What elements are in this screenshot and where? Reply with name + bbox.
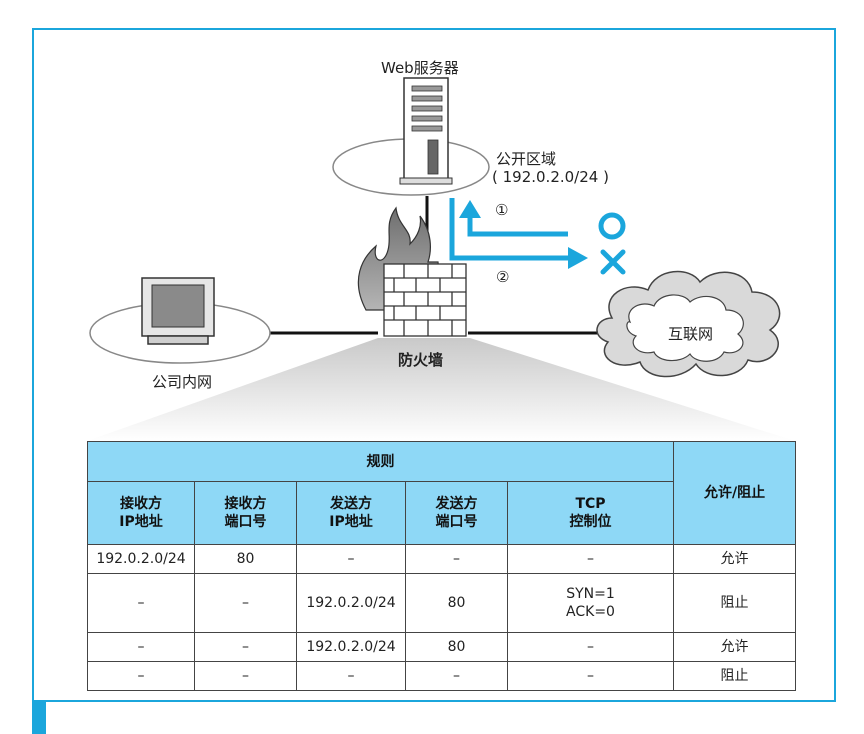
arrow-2-head: [568, 247, 588, 269]
table-cell: –: [194, 632, 297, 662]
allow-circle-icon: [598, 212, 626, 240]
table-cell: –: [87, 632, 195, 662]
table-cell: –: [87, 573, 195, 633]
pc-icon: [141, 277, 215, 345]
table-cell: 192.0.2.0/24: [296, 573, 406, 633]
table-cell: 192.0.2.0/24: [87, 544, 195, 574]
internet-label: 互联网: [668, 325, 714, 343]
public-zone-label: 公开区域: [496, 150, 557, 168]
table-cell: 阻止: [673, 661, 797, 691]
table-cell: –: [506, 661, 675, 691]
firewall-label: 防火墙: [398, 351, 444, 369]
figure-frame: [32, 28, 836, 702]
table-cell: 允许: [673, 632, 797, 662]
table-cell: –: [296, 661, 406, 691]
table-cell: –: [194, 661, 297, 691]
table-cell: –: [194, 573, 297, 633]
firewall-rules-table: 规则 允许/阻止 接收方 IP地址 接收方 端口号 发送方 IP地址 发送方 端…: [86, 441, 797, 691]
table-cell: 80: [194, 544, 297, 574]
table-cell: –: [405, 544, 508, 574]
table-cell: 允许: [673, 544, 797, 574]
internal-network-label: 公司内网: [152, 373, 213, 391]
table-cell: –: [405, 661, 508, 691]
firewall-wall: [383, 263, 467, 337]
table-cell: 192.0.2.0/24: [296, 632, 406, 662]
marker-2-label: ②: [496, 268, 510, 286]
table-cell: SYN=1 ACK=0: [506, 573, 675, 633]
internet-cloud-inner: [626, 294, 744, 362]
server-icon: [399, 77, 453, 185]
table-row: 192.0.2.0/24 80 – – – 允许: [87, 544, 797, 574]
table-cell: –: [506, 544, 675, 574]
corner-accent: [32, 700, 46, 734]
table-projection: [87, 338, 795, 441]
column-header: 接收方 端口号: [194, 481, 297, 545]
table-cell: –: [87, 661, 195, 691]
arrow-1-head: [459, 200, 481, 218]
public-subnet-label: ( 192.0.2.0/24 ): [492, 168, 609, 186]
table-cell: 阻止: [673, 573, 797, 633]
block-cross-icon: [600, 249, 626, 275]
arrow-2-outbound: [449, 198, 570, 261]
web-server-label: Web服务器: [381, 59, 459, 77]
table-cell: 80: [405, 632, 508, 662]
table-row: – – 192.0.2.0/24 80 – 允许: [87, 632, 797, 662]
rules-group-header: 规则: [86, 441, 675, 482]
table-cell: –: [506, 632, 675, 662]
table-row: – – – – – 阻止: [87, 661, 797, 691]
table-cell: –: [296, 544, 406, 574]
column-header: 接收方 IP地址: [87, 481, 195, 545]
column-header: 发送方 IP地址: [296, 481, 406, 545]
table-cell: 80: [405, 573, 508, 633]
column-header: 发送方 端口号: [405, 481, 508, 545]
table-row: – – 192.0.2.0/24 80 SYN=1 ACK=0 阻止: [87, 573, 797, 633]
action-header: 允许/阻止: [673, 441, 797, 545]
arrow-1-inbound: [467, 216, 568, 237]
marker-1-label: ①: [495, 201, 509, 219]
column-header: TCP 控制位: [506, 481, 675, 545]
